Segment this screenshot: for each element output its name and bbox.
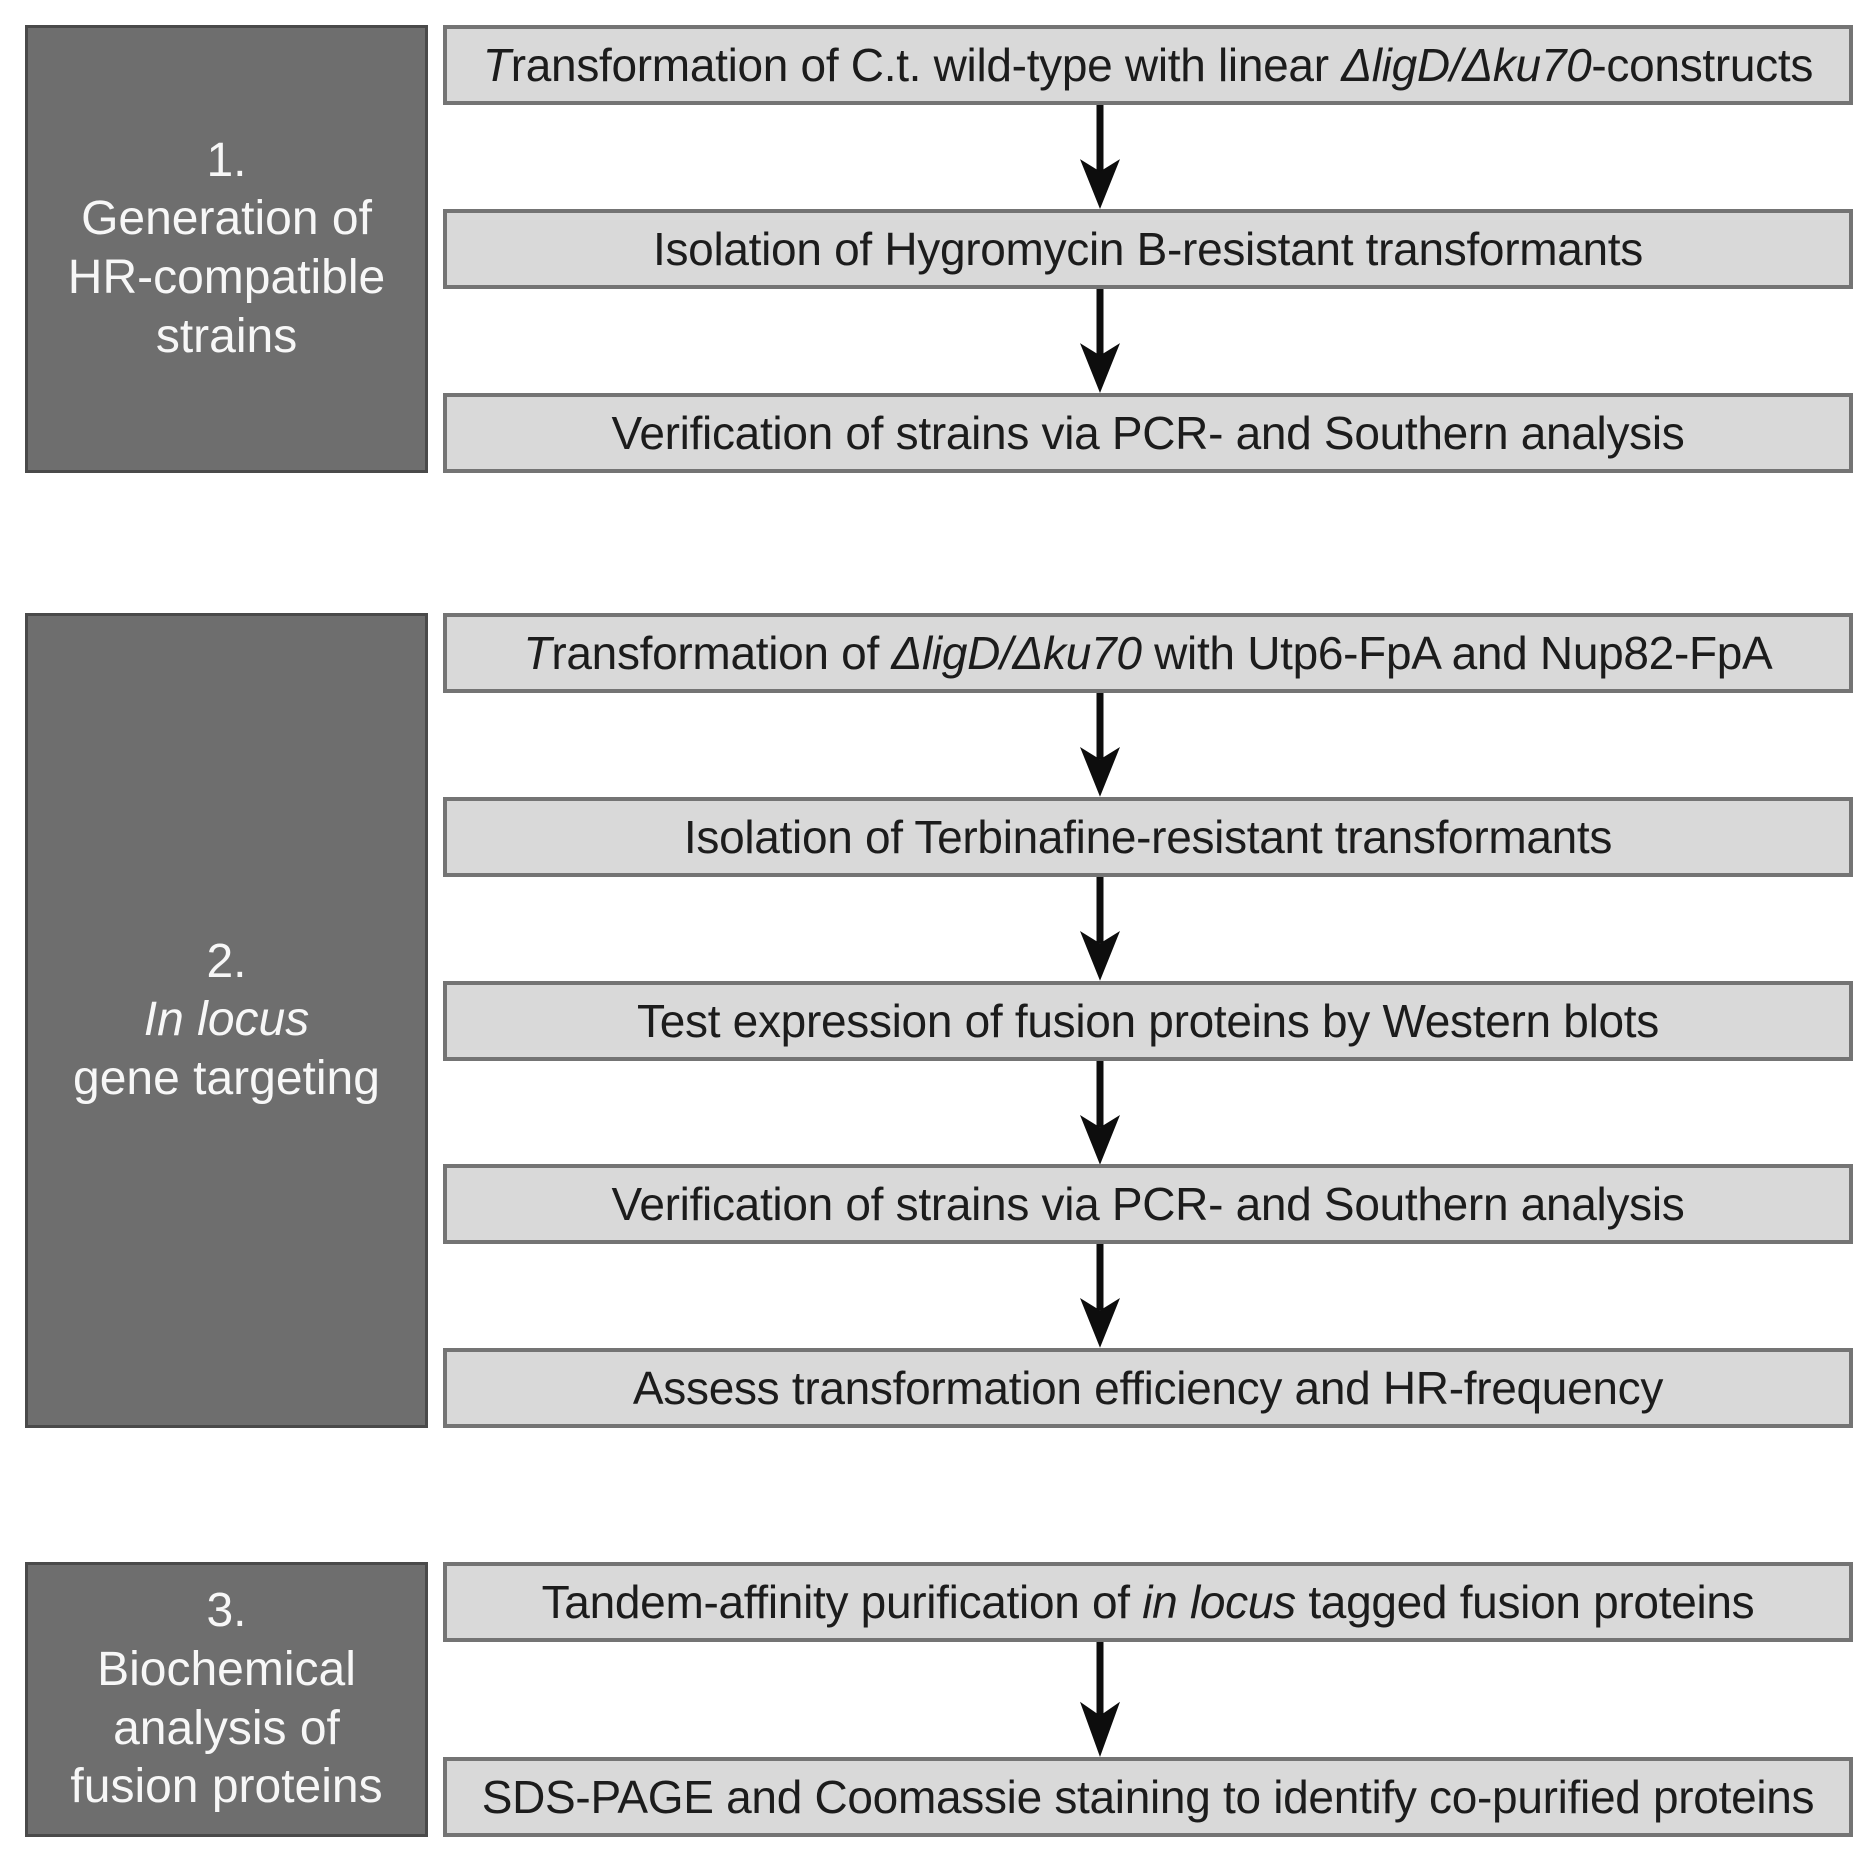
flow-arrow-zone <box>443 1244 1853 1348</box>
stage-label-line: Biochemical <box>97 1642 356 1696</box>
stage-2-step-4-box: Verification of strains via PCR- and Sou… <box>443 1164 1853 1245</box>
stage-1-step-2-box: Isolation of Hygromycin B-resistant tran… <box>443 209 1853 289</box>
flow-arrow-zone <box>443 1060 1853 1165</box>
flow-arrow-zone <box>443 105 1853 209</box>
stage-3-step-2-box: SDS-PAGE and Coomassie staining to ident… <box>443 1757 1853 1837</box>
stage-3-step-1-box: Tandem-affinity purification of in locus… <box>443 1562 1853 1642</box>
step-label: Test expression of fusion proteins by We… <box>637 994 1659 1047</box>
down-arrow-icon <box>1080 1244 1121 1348</box>
down-arrow-icon <box>1080 105 1121 209</box>
down-arrow-icon <box>1080 289 1121 393</box>
down-arrow-icon <box>1080 1642 1121 1757</box>
stage-3-steps-column: Tandem-affinity purification of in locus… <box>443 1562 1853 1837</box>
step-label: Tandem-affinity purification of in locus… <box>541 1576 1755 1628</box>
stage-2-step-1-box: Transformation of ΔligD/Δku70 with Utp6-… <box>443 613 1853 693</box>
flow-arrow-zone <box>443 1642 1853 1757</box>
stage-1-step-1-box: Transformation of C.t. wild-type with li… <box>443 25 1853 105</box>
stage-2-step-3-box: Test expression of fusion proteins by We… <box>443 980 1853 1061</box>
stage-label-line: In locus <box>143 993 310 1047</box>
stage-1-step-3-box: Verification of strains via PCR- and Sou… <box>443 393 1853 473</box>
flow-arrow-zone <box>443 693 1853 797</box>
stage-label-line: 1. <box>206 133 247 187</box>
stage-label-line: strains <box>155 309 298 363</box>
flow-arrow-zone <box>443 289 1853 393</box>
stage-label-line: analysis of <box>113 1701 340 1755</box>
down-arrow-icon <box>1080 1060 1121 1165</box>
down-arrow-icon <box>1080 693 1121 797</box>
step-label: Isolation of Hygromycin B-resistant tran… <box>652 223 1643 275</box>
stage-2-step-2-box: Isolation of Terbinafine-resistant trans… <box>443 796 1853 877</box>
flow-arrow-zone <box>443 876 1853 981</box>
stage-label-line: fusion proteins <box>70 1760 383 1814</box>
step-label: SDS-PAGE and Coomassie staining to ident… <box>481 1771 1815 1823</box>
step-label: Transformation of C.t. wild-type with li… <box>482 39 1814 91</box>
stage-1-steps-column: Transformation of C.t. wild-type with li… <box>443 25 1853 473</box>
stage-label-line: HR-compatible <box>67 251 386 304</box>
stage-label-line: Generation of <box>81 192 372 246</box>
stage-label-line: 3. <box>206 1584 247 1638</box>
stage-2-step-5-box: Assess transformation efficiency and HR-… <box>443 1348 1853 1428</box>
step-label: Verification of strains via PCR- and Sou… <box>611 1178 1685 1231</box>
down-arrow-icon <box>1080 876 1121 981</box>
stage-label-line: gene targeting <box>73 1051 380 1105</box>
step-label: Verification of strains via PCR- and Sou… <box>611 407 1685 459</box>
step-label: Isolation of Terbinafine-resistant trans… <box>683 810 1613 863</box>
step-label: Assess transformation efficiency and HR-… <box>632 1362 1664 1414</box>
stage-label-line: 2. <box>206 934 247 988</box>
step-label: Transformation of ΔligD/Δku70 with Utp6-… <box>523 627 1773 679</box>
stage-2-steps-column: Transformation of ΔligD/Δku70 with Utp6-… <box>443 613 1853 1428</box>
